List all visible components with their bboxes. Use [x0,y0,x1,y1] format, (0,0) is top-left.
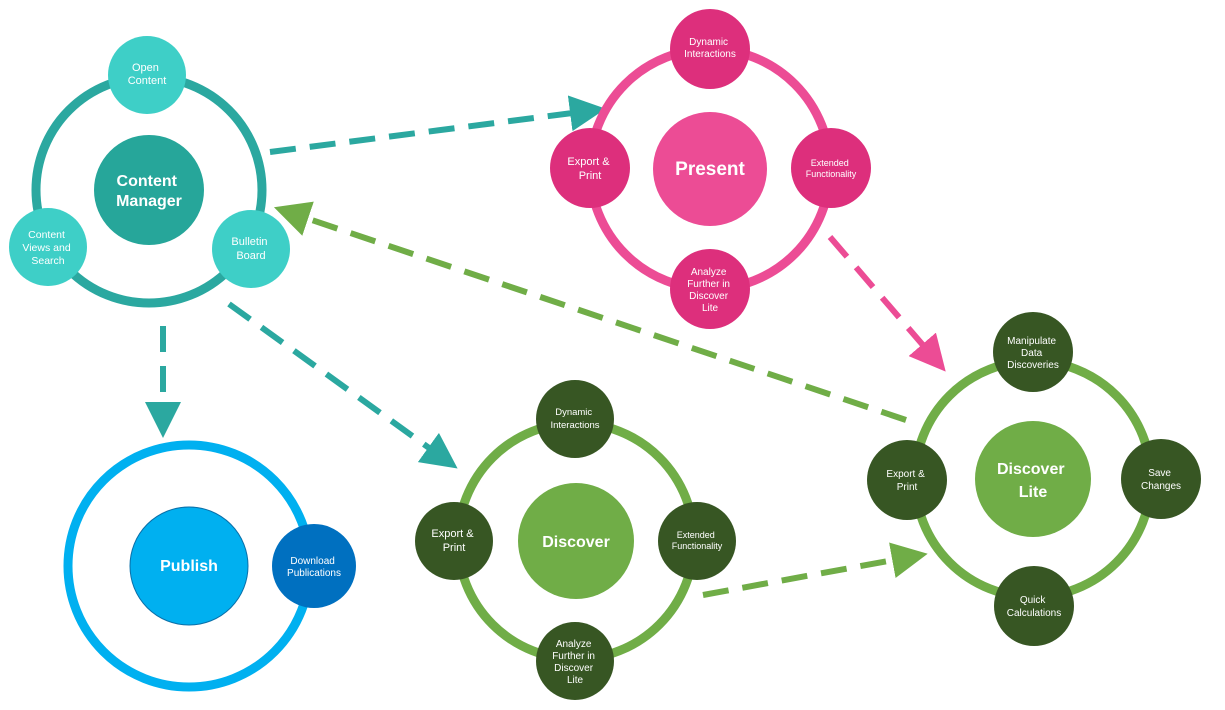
discover-lite-export-line1: Export & [886,469,925,480]
svg-text:Save Changes: Save Changes [1141,468,1181,492]
discover-node-analyze-further[interactable] [536,622,614,700]
present-cluster: Present Dynamic Interactions Export & Pr… [550,9,871,329]
present-analyze-line2: Further in [687,279,730,290]
discover-node-export-print[interactable] [415,502,493,580]
svg-text:Download Publications: Download Publications [287,556,341,579]
discover-lite-node-quick-calculations[interactable] [994,566,1074,646]
open-content-line2: Content [128,75,167,87]
discover-hub[interactable] [518,483,634,599]
content-manager-cluster: Content Manager Open Content Content Vie… [9,36,290,308]
present-export-line2: Print [579,170,602,182]
discover-lite-export-line2: Print [897,482,918,493]
present-extended-line2: Functionality [806,169,857,179]
svg-text:Extended Functionality: Extended Functionality [806,158,857,179]
present-node-dynamic-interactions[interactable] [670,9,750,89]
discover-dynamic-line1: Dynamic [555,407,592,418]
present-analyze-line1: Analyze [691,267,727,278]
arrow-content-to-discover [227,301,458,469]
discover-extended-line2: Functionality [672,541,723,551]
manipulate-line1: Manipulate [1007,336,1056,347]
present-analyze-line4: Lite [702,303,719,314]
svg-text:Extended Functionality: Extended Functionality [672,530,723,551]
content-manager-hub[interactable] [94,135,204,245]
discover-dynamic-line2: Interactions [550,420,599,431]
svg-text:Quick Calculations: Quick Calculations [1007,595,1061,619]
discover-analyze-line2: Further in [552,651,595,662]
svg-text:Analyze Further in: Analyze Further in Discover Lite [687,267,733,314]
discover-lite-title-line2: Lite [1019,484,1048,501]
download-publications-line2: Publications [287,568,341,579]
svg-text:Dynamic Interactions: Dynamic Interactions [550,407,599,431]
discover-node-extended-functionality[interactable] [658,502,736,580]
svg-text:Dynamic Interactions: Dynamic Interactions [684,37,736,60]
content-manager-title-line1: Content [117,173,178,190]
svg-text:Export & Print: Export & Print [567,156,612,182]
present-title: Present [675,159,745,180]
discover-analyze-line4: Lite [567,675,584,686]
discover-analyze-line1: Analyze [556,639,592,650]
open-content-line1: Open [132,62,159,74]
save-changes-line1: Save [1148,468,1171,479]
publish-hub[interactable] [129,506,249,626]
discover-node-dynamic-interactions[interactable] [536,380,614,458]
present-node-analyze-further[interactable] [670,249,750,329]
discover-analyze-line3: Discover [554,663,594,674]
download-publications-line1: Download [290,556,334,567]
discover-export-line1: Export & [431,528,474,540]
svg-text:Bulletin Board: Bulletin Board [231,236,270,262]
node-open-content[interactable] [108,36,186,114]
publish-node-download-publications[interactable] [272,524,356,608]
save-changes-line2: Changes [1141,481,1181,492]
present-dynamic-line1: Dynamic [689,37,728,48]
discover-lite-hub[interactable] [975,421,1091,537]
discover-lite-node-export-print[interactable] [867,440,947,520]
present-analyze-line3: Discover [689,291,729,302]
svg-text:Open Content: Open Content [128,62,167,87]
discover-export-line2: Print [443,542,466,554]
present-node-extended-functionality[interactable] [791,128,871,208]
arrow-discover-lite-to-content [273,201,907,423]
svg-text:Export & Print: Export & Print [431,528,476,554]
discover-title: Discover [542,534,610,551]
publish-title: Publish [160,558,218,575]
discover-lite-node-save-changes[interactable] [1121,439,1201,519]
bulletin-board-line2: Board [236,250,265,262]
discover-cluster: Discover Dynamic Interactions Export & P… [415,380,736,700]
present-node-export-print[interactable] [550,128,630,208]
present-export-line1: Export & [567,156,610,168]
svg-text:Analyze Further in: Analyze Further in Discover Lite [552,639,598,686]
manipulate-line2: Data [1021,348,1043,359]
node-bulletin-board[interactable] [212,210,290,288]
present-hub[interactable] [653,112,767,226]
content-views-line2: Views and [22,242,70,254]
svg-text:Export & Print: Export & Print [886,469,927,493]
content-manager-title-line2: Manager [116,193,182,210]
arrow-present-to-discover-lite [827,235,946,372]
svg-text:Discover Lite: Discover Lite [997,461,1069,501]
content-views-line3: Search [31,255,64,267]
discover-lite-cluster: Discover Lite Manipulate Data Discoverie… [867,312,1201,646]
node-content-views-search[interactable] [9,208,87,286]
content-views-line1: Content [28,229,65,241]
bulletin-board-line1: Bulletin [231,236,267,248]
discover-lite-title-line1: Discover [997,461,1065,478]
present-dynamic-line2: Interactions [684,49,736,60]
svg-text:Manipulate Data Di: Manipulate Data Discoveries [1007,336,1059,371]
arrow-discover-to-discover-lite [702,542,928,598]
discover-lite-node-manipulate[interactable] [993,312,1073,392]
svg-text:Content Views and: Content Views and Search [22,229,73,267]
svg-text:Content Manager: Content Manager [116,173,182,210]
quick-calculations-line1: Quick [1020,595,1047,606]
present-extended-line1: Extended [811,158,849,168]
manipulate-line3: Discoveries [1007,360,1059,371]
quick-calculations-line2: Calculations [1007,608,1061,619]
discover-extended-line1: Extended [677,530,715,540]
publish-cluster: Publish Download Publications [63,440,356,692]
arrow-content-to-present [269,95,606,155]
